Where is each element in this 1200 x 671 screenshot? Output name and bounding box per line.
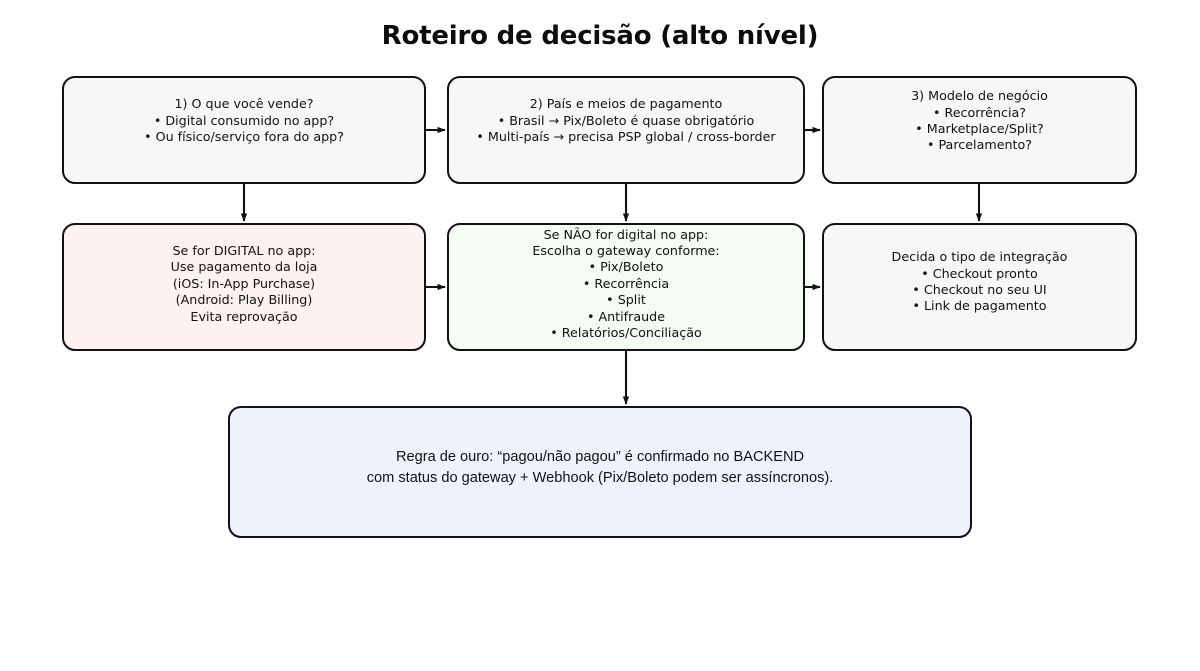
node-golden-rule[interactable]: Regra de ouro: “pagou/não pagou” é confi… (228, 406, 972, 538)
node-golden-rule-label: Regra de ouro: “pagou/não pagou” é confi… (366, 449, 834, 486)
node-country-and-payment-methods[interactable]: 2) País e meios de pagamento • Brasil → … (447, 76, 805, 184)
node-choose-gateway[interactable]: Se NÃO for digital no app: Escolha o gat… (447, 223, 805, 351)
page-title: Roteiro de decisão (alto nível) (381, 21, 819, 51)
node-integration-type-label: Decida o tipo de integração • Checkout p… (891, 249, 1068, 314)
node-digital-in-app-label: Se for DIGITAL no app: Use pagamento da … (170, 242, 318, 324)
node-choose-gateway-label: Se NÃO for digital no app: Escolha o gat… (532, 226, 720, 341)
node-country-and-payment-methods-label: 2) País e meios de pagamento • Brasil → … (476, 96, 776, 145)
node-integration-type[interactable]: Decida o tipo de integração • Checkout p… (822, 223, 1137, 351)
node-business-model-label: 3) Modelo de negócio • Recorrência? • Ma… (911, 88, 1048, 153)
node-business-model[interactable]: 3) Modelo de negócio • Recorrência? • Ma… (822, 76, 1137, 184)
node-digital-in-app[interactable]: Se for DIGITAL no app: Use pagamento da … (62, 223, 426, 351)
node-what-do-you-sell[interactable]: 1) O que você vende? • Digital consumido… (62, 76, 426, 184)
node-what-do-you-sell-label: 1) O que você vende? • Digital consumido… (144, 96, 344, 145)
